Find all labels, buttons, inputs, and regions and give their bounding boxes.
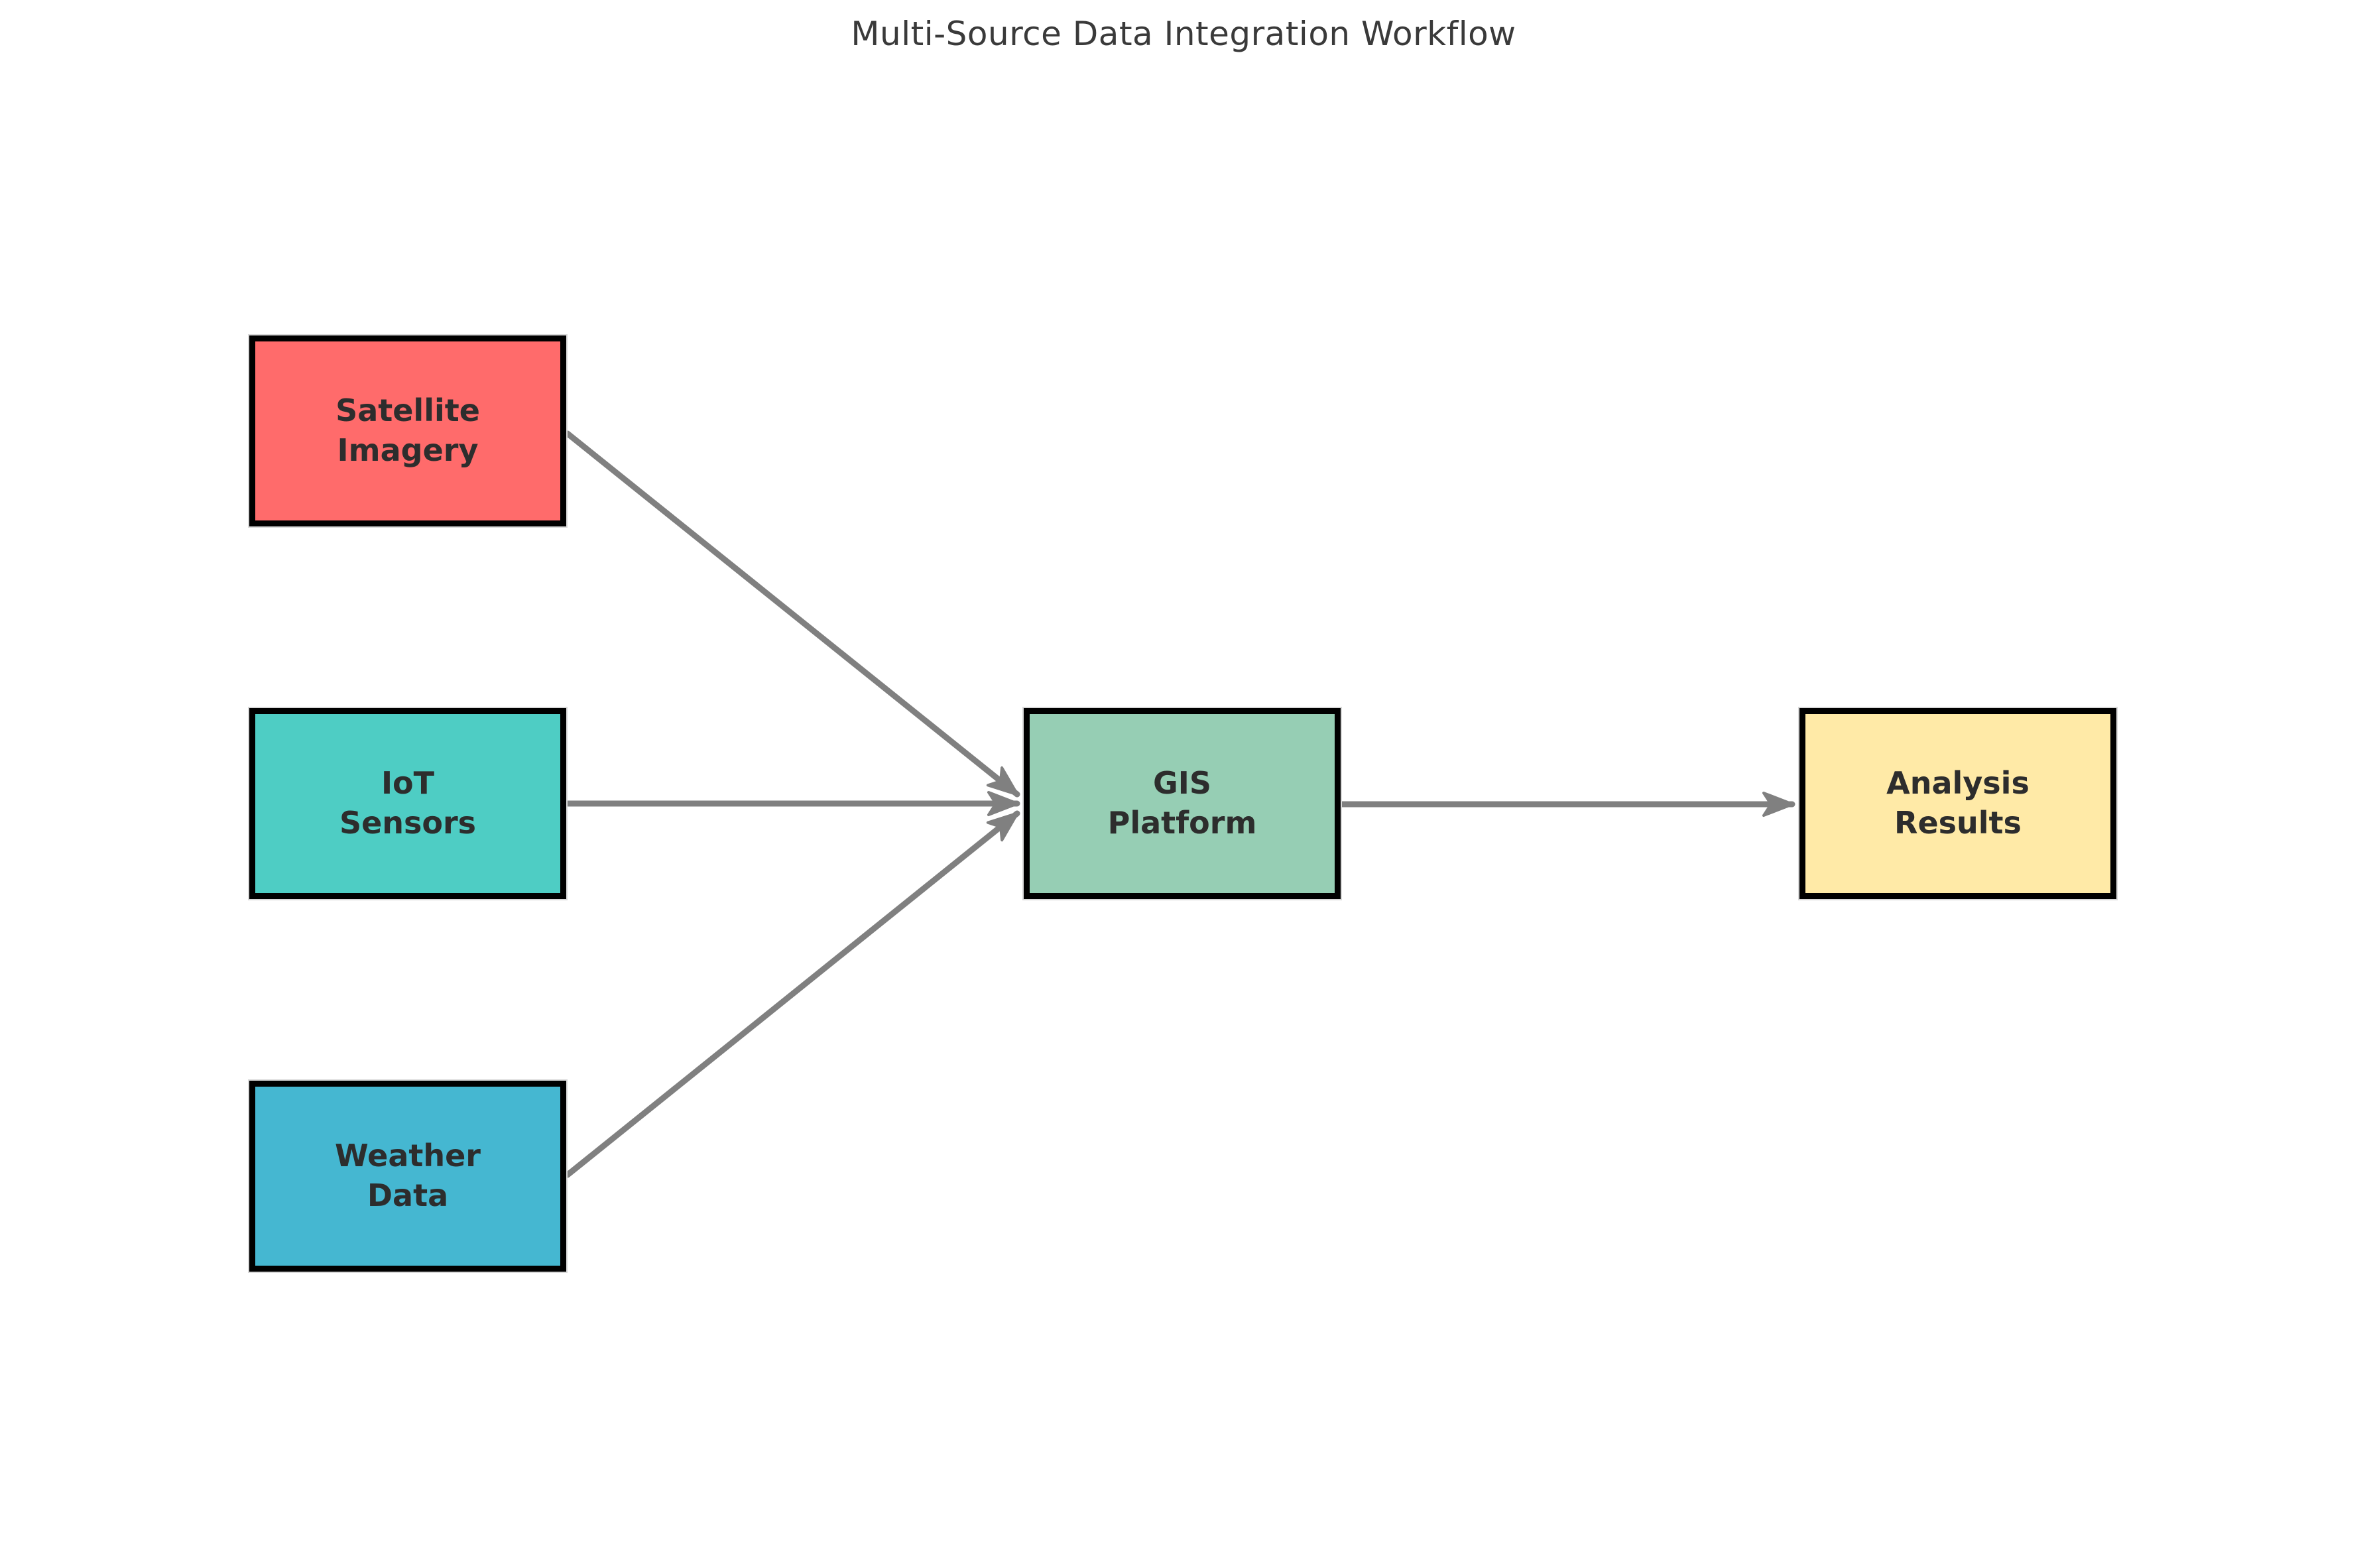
- edge-satellite-to-gis: [564, 430, 1020, 798]
- node-satellite-imagery: Satellite Imagery: [249, 335, 566, 526]
- node-gis-platform: GIS Platform: [1024, 708, 1341, 899]
- edge-weather-to-gis: [564, 810, 1020, 1178]
- node-label-line: IoT: [381, 765, 435, 802]
- node-label-line: GIS: [1152, 765, 1211, 802]
- node-label-line: Sensors: [339, 805, 477, 841]
- node-label-line: Platform: [1107, 805, 1257, 841]
- diagram-title: Multi-Source Data Integration Workflow: [851, 15, 1516, 53]
- node-label-line: Weather: [335, 1138, 481, 1174]
- node-iot-sensors: IoT Sensors: [249, 708, 566, 899]
- node-label-line: Imagery: [337, 432, 479, 468]
- node-label-line: Analysis: [1886, 765, 2030, 802]
- node-weather-data: Weather Data: [249, 1081, 566, 1272]
- node-label-line: Data: [367, 1177, 449, 1213]
- node-analysis-results: Analysis Results: [1799, 708, 2116, 899]
- node-label-line: Results: [1894, 805, 2022, 841]
- node-label-line: Satellite: [335, 392, 480, 429]
